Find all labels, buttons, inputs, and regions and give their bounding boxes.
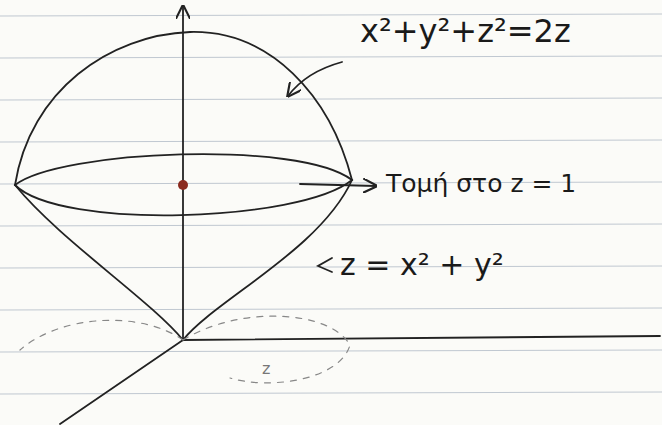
equation-label: z = x² + y² [340, 248, 504, 281]
leader-arrow [288, 62, 342, 96]
ruled-lines [0, 14, 662, 394]
shadow-ellipse [20, 316, 350, 383]
x-axis [60, 340, 183, 424]
equation-label: x²+y²+z²=2z [360, 14, 571, 49]
label-text: x²+y²+z²=2z [360, 12, 571, 50]
leader-arrow [300, 184, 376, 186]
leader-arrow [318, 258, 332, 272]
label-text: Τομή στο z = 1 [386, 169, 576, 198]
center-dot [178, 180, 188, 190]
y-axis [183, 336, 660, 340]
paraboloid [15, 180, 352, 340]
label-text: z [262, 359, 270, 378]
axis-label: z [262, 360, 270, 378]
label-text: z = x² + y² [340, 247, 504, 282]
section-label: Τομή στο z = 1 [386, 170, 576, 198]
z-axis [182, 6, 184, 340]
